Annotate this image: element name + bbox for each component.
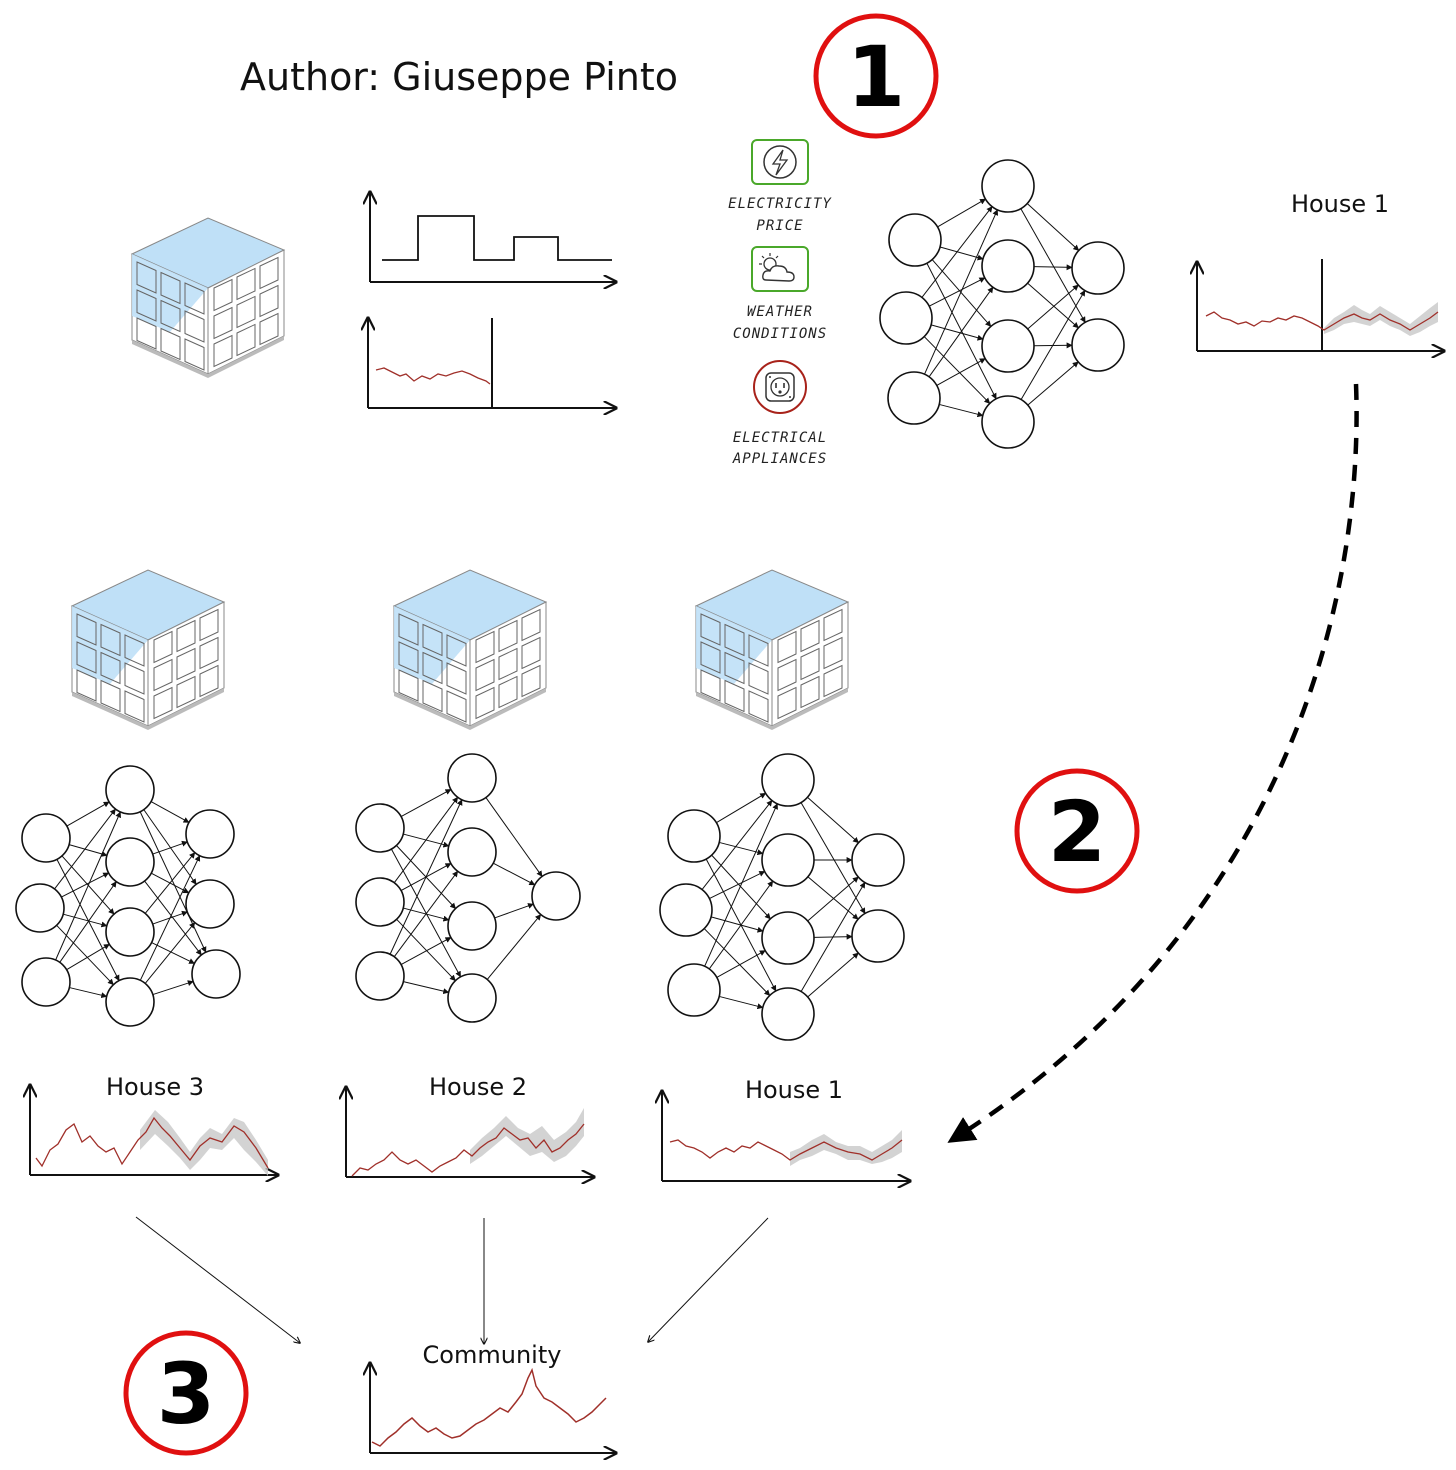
power-outlet-icon [765, 372, 795, 402]
house3-forecast-chart [30, 1085, 278, 1176]
building-cube-icon [70, 569, 226, 730]
forecast-uncertainty-band [1324, 302, 1438, 336]
house1-uncertainty-band [790, 1130, 902, 1166]
house1-label: House 1 [745, 1076, 843, 1104]
neural-network-icon [659, 753, 905, 1041]
weather-icon [759, 253, 795, 282]
neural-network-icon [15, 765, 241, 1027]
top-house-series-line [1205, 311, 1439, 331]
history-chart [368, 318, 616, 408]
step-2-number: 2 [1048, 783, 1106, 881]
lightning-icon [763, 145, 797, 179]
house1-series-line [669, 1139, 903, 1161]
community-series-line [371, 1367, 607, 1447]
house3-to-community-arrow [135, 1216, 300, 1343]
step-3-number: 3 [157, 1345, 215, 1443]
author-title: Author: Giuseppe Pinto [240, 55, 678, 99]
house2-series-line [351, 1123, 585, 1177]
building-cube-icon [130, 217, 286, 378]
building-cube-icon [392, 569, 548, 730]
appliances-label-line2: APPLIANCES [732, 451, 827, 467]
building-cube-icon [694, 569, 850, 730]
electricity-label-line2: PRICE [756, 218, 803, 234]
top-house-label: House 1 [1291, 190, 1389, 218]
house3-series-line [35, 1116, 269, 1169]
appliances-label-line1: ELECTRICAL [733, 430, 827, 446]
price-step-line [382, 215, 612, 261]
electricity-label-line1: ELECTRICITY [728, 196, 832, 212]
step-1-badge: 1 [813, 13, 939, 139]
step-3-badge: 3 [123, 1330, 249, 1456]
house3-label: House 3 [106, 1073, 204, 1101]
house2-uncertainty-band [470, 1108, 584, 1164]
community-label: Community [423, 1341, 562, 1369]
transfer-arrow [947, 383, 1359, 1143]
neural-network-icon [879, 159, 1125, 449]
neural-network-icon [355, 753, 581, 1023]
price-profile-chart [370, 192, 616, 282]
history-series-line [375, 367, 491, 385]
electricity-price-input: ELECTRICITY PRICE [728, 139, 832, 234]
house1-to-community-arrow [648, 1217, 769, 1342]
house2-forecast-chart [346, 1087, 594, 1177]
community-forecast-chart [370, 1363, 616, 1453]
step-1-number: 1 [847, 28, 905, 126]
step-2-badge: 2 [1014, 768, 1140, 894]
house2-label: House 2 [429, 1073, 527, 1101]
weather-label-line1: WEATHER [747, 304, 813, 320]
top-house-forecast-chart [1197, 259, 1444, 351]
weather-conditions-input: WEATHER CONDITIONS [733, 246, 827, 342]
electrical-appliances-input: ELECTRICAL APPLIANCES [732, 360, 827, 467]
house1-forecast-chart [662, 1091, 910, 1181]
weather-label-line2: CONDITIONS [733, 326, 827, 342]
